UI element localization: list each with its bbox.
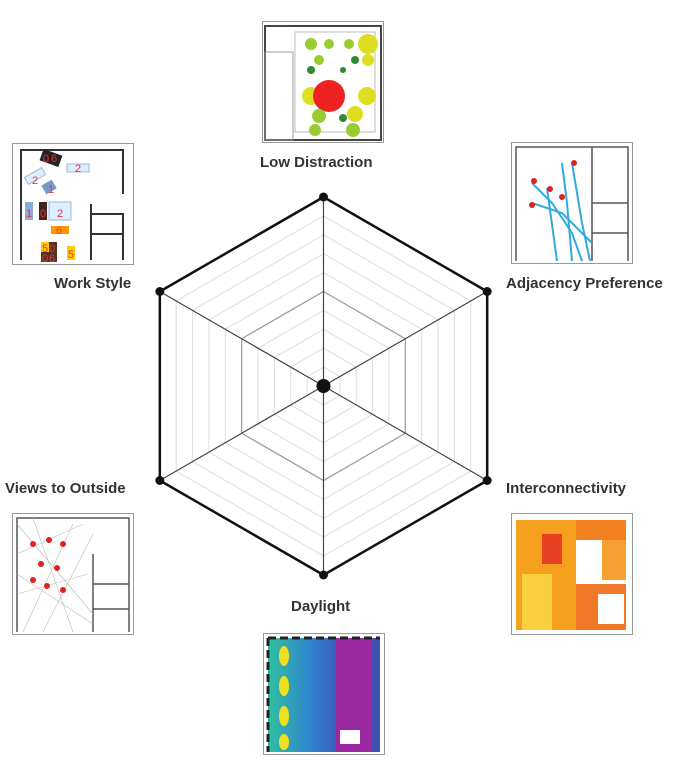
vertex-dot [319,570,328,580]
work-style-digit: 1 [26,208,32,220]
daylight-thumbnail [263,633,385,755]
axis-label-work-style: Work Style [54,275,132,292]
axis-label-interconnectivity: Interconnectivity [506,480,627,497]
work-style-digit: 0 [40,208,46,220]
work-style-digit: 6 [49,253,55,264]
work-style-digit: 2 [32,175,38,187]
axis-line [159,290,324,387]
vertex-dot [482,287,492,296]
work-style-digit: 0 [49,243,55,255]
low-distraction-thumbnail [262,21,384,143]
vertex-dot [482,476,492,485]
work-style-digit: 5 [68,249,74,261]
work-style-digit: 6 [51,153,57,165]
work-style-digit: 0 [42,253,48,264]
axis-label-adjacency-preference: Adjacency Preference [506,275,663,292]
work-style-digit: 5 [42,243,48,255]
center-dot [316,379,331,393]
work-style-digit: 2 [57,208,63,220]
axis-label-views-to-outside: Views to Outside [5,480,126,497]
work-style-digit: 6 [56,225,62,237]
views-to-outside-thumbnail [12,513,134,635]
adjacency-preference-thumbnail [511,142,633,264]
axis-line [323,385,488,482]
axis-line [159,385,324,482]
work-style-digit: 0 [43,153,49,165]
vertex-dot [155,287,165,296]
work-style-digit: 1 [48,184,54,196]
axis-label-low-distraction: Low Distraction [260,154,373,171]
axis-label-daylight: Daylight [291,598,351,615]
work-style-thumbnail: 0 6 2 2 1 1 0 2 6 5 0 0 6 5 [12,143,134,265]
vertex-dot [155,476,165,485]
axis-line [323,290,488,387]
interconnectivity-thumbnail [511,513,633,635]
vertex-dot [319,192,328,202]
work-style-digit: 2 [75,163,81,175]
